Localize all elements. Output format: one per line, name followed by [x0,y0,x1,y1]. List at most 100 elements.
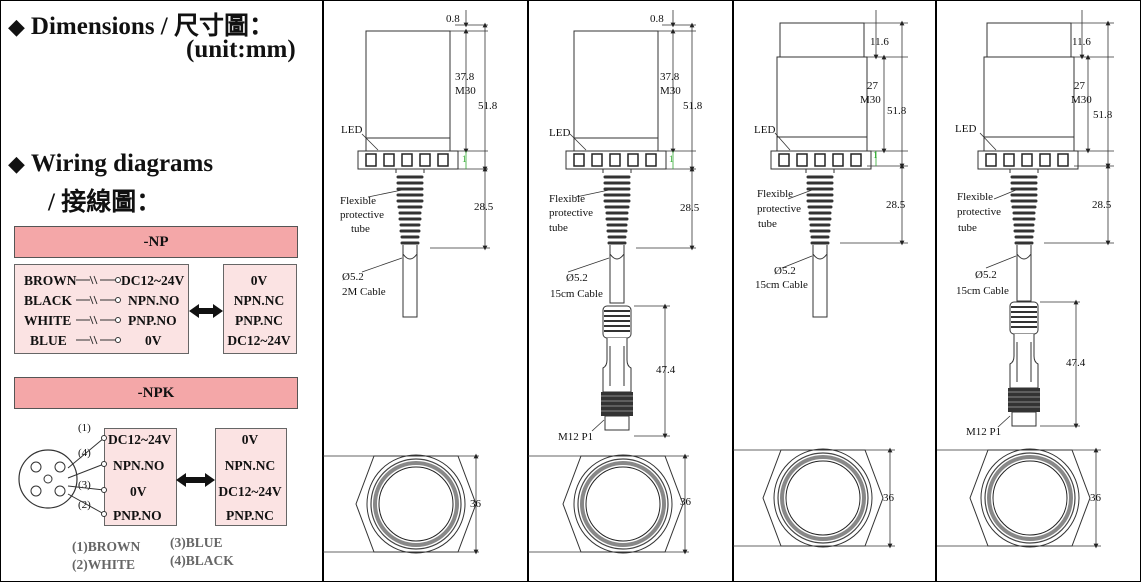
npk-right-signal: 0V [241,432,259,447]
dim-thread: M30 [455,85,476,97]
np-wire-switches [76,275,116,345]
sensor-cap [986,22,1072,58]
cable-label: 2M Cable [342,286,386,298]
tube-label: Flexible [549,193,585,205]
np-left-signal: 0V [145,333,162,348]
led-ring [770,150,872,170]
hex-nut [561,453,685,555]
dimensions-heading: ◆Dimensions / 尺寸圖： [8,6,274,42]
dim-body: 37.8 [660,71,680,83]
sensor-body [983,56,1075,152]
diamond-bullet-icon: ◆ [8,14,25,39]
drawing-3 [733,10,908,549]
npk-left-signal: PNP.NO [113,508,162,523]
dim-top: 0.8 [446,13,460,25]
dim-body: 27 [1074,80,1086,92]
dim-led-gap: 1 [462,154,467,164]
dim-tube: 28.5 [886,199,906,211]
npk-right-signal: PNP.NC [226,508,274,523]
tube-label: Flexible [340,195,376,207]
column-divider [527,0,529,582]
npk-pin-label: (1) [78,422,91,434]
wiring-title: Wiring diagrams [30,150,214,177]
plug-label: M12 P1 [966,426,1001,438]
npk-left-signal: NPN.NO [113,458,165,473]
npk-legend-item: (4)BLACK [170,553,234,568]
np-left-signal: DC12~24V [121,273,185,288]
dim-total: 51.8 [683,100,703,112]
dim-led-gap: 1 [669,154,674,164]
tube-label: tube [958,222,977,234]
dim-top: 11.6 [1072,36,1091,48]
sensor-body [365,30,451,152]
drawing-2 [528,10,696,555]
npk-left-box [104,428,177,526]
dimensions-title: Dimensions / 尺寸圖： [30,13,275,40]
dim-total: 51.8 [1093,109,1113,121]
led-label: LED [341,124,362,136]
dim-top: 0.8 [650,13,664,25]
led-ring [565,150,667,170]
dim-tube: 28.5 [1092,199,1112,211]
cable-diameter: Ø5.2 [342,271,364,283]
column-divider [322,0,324,582]
dim-thread: M30 [1071,94,1092,106]
npk-legend-item: (1)BROWN [72,539,141,554]
led-ring [977,150,1079,170]
np-wire-label: BLACK [24,293,73,308]
tube-label: Flexible [757,188,793,200]
dim-connector: 47.4 [656,364,676,376]
double-arrow-icon [176,304,223,487]
dim-led-gap: 1 [873,150,878,160]
dim-body: 27 [867,80,879,92]
tube-label: tube [351,223,370,235]
nut-dimension: 36 [470,498,482,510]
hex-nut [968,447,1092,549]
np-right-signal: PNP.NC [235,313,283,328]
npk-legend-item: (3)BLUE [170,535,223,550]
np-header: -NP [14,226,298,258]
flexible-tube [804,167,836,258]
npk-right-signal: NPN.NC [224,458,276,473]
led-label: LED [955,123,976,135]
flexible-tube [1008,167,1040,258]
plug-label: M12 P1 [558,431,593,443]
cable-diameter: Ø5.2 [566,272,588,284]
cable-diameter: Ø5.2 [774,265,796,277]
drawing-1 [323,10,490,555]
hex-nut [354,453,478,555]
npk-pin-label: (4) [78,447,91,459]
dim-total: 51.8 [478,100,498,112]
wiring-graphics [18,275,223,517]
np-left-signal: NPN.NO [128,293,180,308]
tube-label: protective [340,209,384,221]
cable-label: 15cm Cable [956,285,1009,297]
tube-label: Flexible [957,191,993,203]
dim-body: 37.8 [455,71,475,83]
np-right-signal: 0V [250,273,268,288]
m12-plug [600,305,634,431]
tube-label: protective [757,203,801,215]
wiring-subtitle: / 接線圖： [48,189,162,216]
npk-left-signal: DC12~24V [108,432,172,447]
np-left-box [14,264,189,354]
dim-tube: 28.5 [680,202,700,214]
npk-pin-label: (2) [78,499,91,511]
cable-diameter: Ø5.2 [975,269,997,281]
column-divider [935,0,937,582]
drawing-4 [937,10,1114,549]
np-wire-label: BROWN [24,273,77,288]
tube-label: protective [957,206,1001,218]
m12-plug [1007,301,1041,427]
led-label: LED [549,127,570,139]
cable-label: 15cm Cable [755,279,808,291]
dim-thread: M30 [660,85,681,97]
wiring-heading: ◆Wiring diagrams [8,150,213,178]
tube-label: protective [549,207,593,219]
np-right-signal: NPN.NC [233,293,285,308]
nut-dimension: 36 [883,492,895,504]
dim-thread: M30 [860,94,881,106]
sensor-body [776,56,868,152]
led-ring [357,150,459,170]
np-wire-label: WHITE [24,313,72,328]
